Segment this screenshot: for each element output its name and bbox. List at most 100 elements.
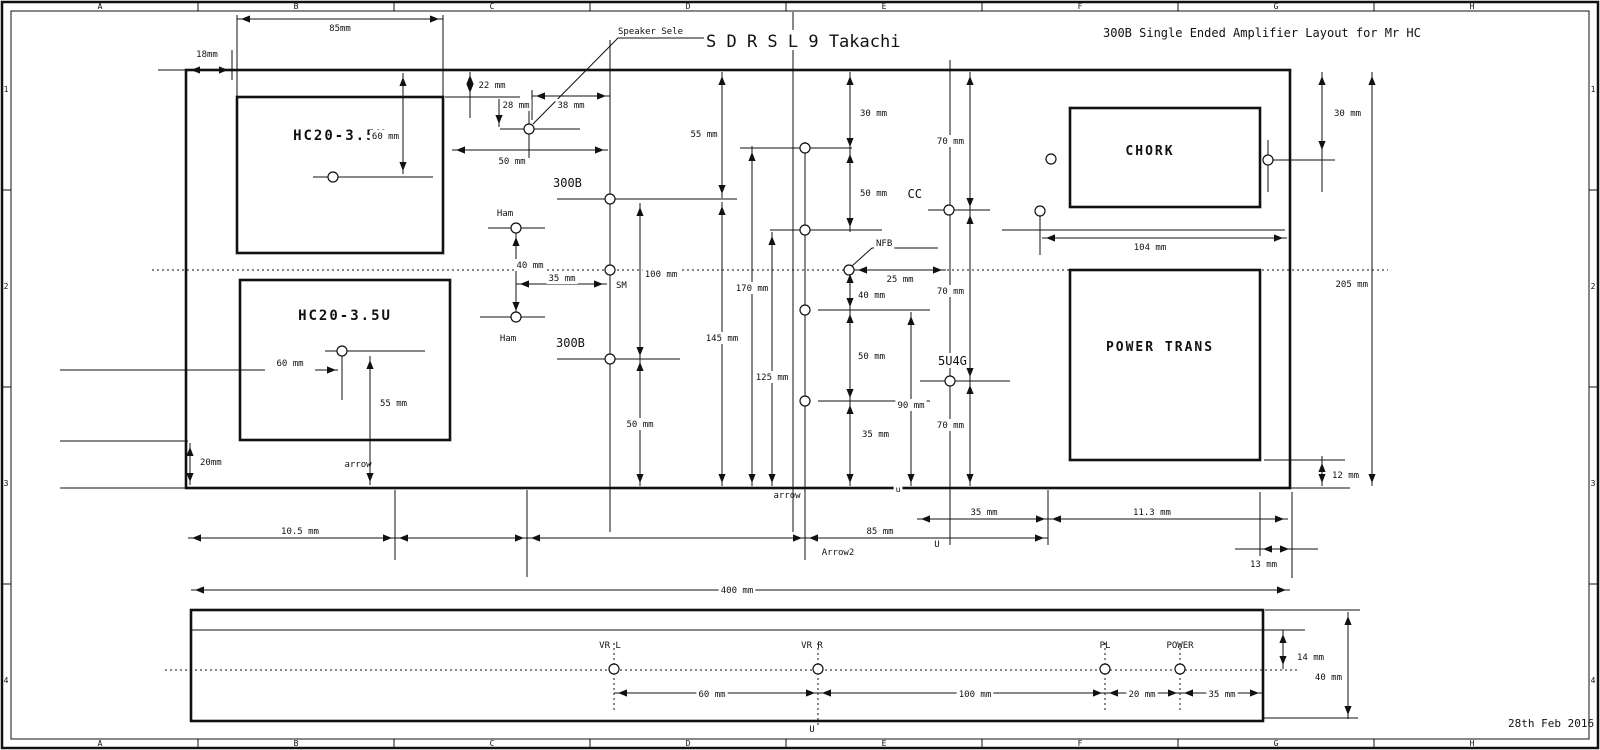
dim: 50 mm — [860, 189, 887, 199]
label-mask — [934, 135, 966, 147]
ruler-column-label: D — [686, 2, 691, 11]
arrowhead — [366, 360, 374, 369]
arrowhead — [618, 689, 627, 697]
arrowhead — [1368, 474, 1376, 483]
arrowhead — [1052, 515, 1061, 523]
label-mask — [500, 99, 532, 111]
arrowhead — [191, 66, 200, 74]
label-mask — [476, 79, 508, 91]
dim: 70 mm — [937, 137, 964, 147]
note: u — [896, 485, 901, 494]
ruler-column-label: C — [490, 2, 495, 11]
dim: 104 mm — [1134, 243, 1167, 253]
ruler-row-label: 2 — [4, 282, 9, 291]
sheet-border-inner — [10, 10, 1590, 740]
note: U — [809, 725, 814, 735]
dim: 100 mm — [645, 270, 678, 280]
mounting-hole — [1099, 663, 1111, 675]
arrowhead — [536, 92, 545, 100]
dim: 40 mm — [1315, 673, 1342, 683]
dim: 40 mm — [516, 261, 543, 271]
dim: 170 mm — [736, 284, 769, 294]
dim: 55 mm — [690, 130, 717, 140]
arrowhead — [1280, 545, 1289, 553]
panel-label: PL — [1100, 641, 1111, 651]
part-label: NFB — [876, 239, 892, 249]
ruler-row-label: 3 — [4, 479, 9, 488]
ruler-column-label: C — [490, 739, 495, 748]
arrowhead — [966, 198, 974, 207]
arrowhead — [748, 474, 756, 483]
arrowhead — [1277, 586, 1286, 594]
mounting-hole — [1045, 153, 1057, 165]
mounting-hole — [604, 193, 616, 205]
ruler-row-label: 2 — [1591, 282, 1596, 291]
label-mask — [642, 268, 680, 280]
dim: 18mm — [196, 50, 218, 60]
mounting-hole — [523, 123, 535, 135]
ruler-column-label: E — [882, 739, 887, 748]
ruler-column-label: F — [1078, 2, 1083, 11]
arrowhead — [846, 76, 854, 85]
label-mask — [893, 484, 903, 495]
arrowhead — [1274, 234, 1283, 242]
label-mask — [934, 419, 966, 431]
sheet-title: 300B Single Ended Amplifier Layout for M… — [1103, 26, 1421, 40]
arrowhead — [186, 473, 194, 482]
label-mask — [1312, 671, 1344, 683]
arrowhead — [846, 405, 854, 414]
arrowhead — [933, 266, 942, 274]
tube-label: 300B — [556, 336, 585, 350]
label-mask — [704, 30, 904, 50]
panel-label: VR L — [599, 641, 621, 651]
panel-label: POWER — [1166, 641, 1194, 651]
ruler-row-label: 1 — [1591, 85, 1596, 94]
arrowhead — [793, 534, 802, 542]
dim: 400 mm — [721, 586, 754, 596]
note: U — [934, 540, 939, 550]
arrowhead — [768, 474, 776, 483]
arrowhead — [966, 474, 974, 483]
label-mask — [884, 273, 916, 285]
arrowhead — [636, 474, 644, 483]
label-mask — [1248, 558, 1280, 570]
arrowhead — [241, 15, 250, 23]
dim: 60 mm — [276, 359, 303, 369]
label-mask — [696, 688, 728, 700]
part-label: SM — [616, 281, 627, 291]
ruler-column-label: H — [1470, 2, 1475, 11]
dim: 25 mm — [886, 275, 913, 285]
arrowhead — [718, 474, 726, 483]
arrowhead — [195, 586, 204, 594]
dim: 205 mm — [1335, 280, 1368, 290]
arrowhead — [456, 146, 465, 154]
dim: 50 mm — [858, 352, 885, 362]
mounting-hole — [608, 663, 620, 675]
power-transformer-label: POWER TRANS — [1106, 340, 1214, 355]
dim: 30 mm — [1334, 109, 1361, 119]
arrowhead — [1275, 515, 1284, 523]
arrowhead — [515, 534, 524, 542]
ruler-column-label: A — [98, 739, 103, 748]
label-mask — [905, 186, 924, 201]
mounting-hole — [799, 142, 811, 154]
dim: 35 mm — [548, 274, 575, 284]
arrowhead — [907, 316, 915, 325]
arrowhead — [1109, 689, 1118, 697]
arrowhead — [594, 280, 603, 288]
chassis-top-view — [184, 68, 1292, 490]
ruler-column-label: G — [1274, 739, 1279, 748]
dim: 50 mm — [498, 157, 525, 167]
label-mask — [1126, 688, 1158, 700]
speaker-selector-label: Speaker Sele — [618, 27, 683, 37]
dim: 38 mm — [557, 101, 584, 111]
label-mask — [624, 418, 656, 430]
label-mask — [1206, 688, 1238, 700]
arrowhead — [520, 280, 529, 288]
output-transformer-left — [235, 95, 445, 255]
arrowhead — [846, 389, 854, 398]
mounting-hole — [843, 264, 855, 276]
mounting-hole — [336, 345, 348, 357]
